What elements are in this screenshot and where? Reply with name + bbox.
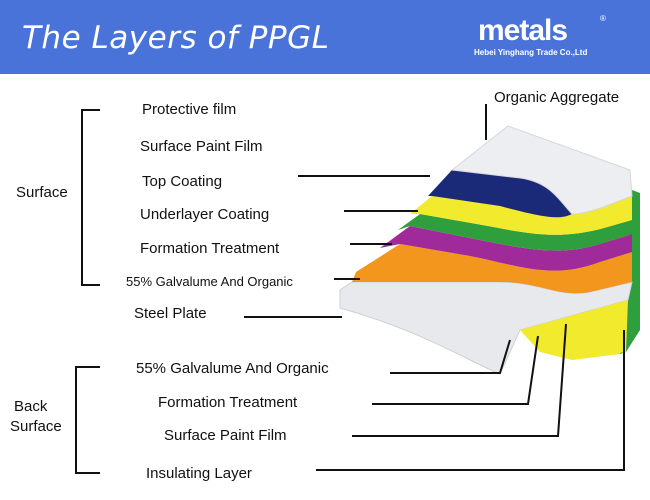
leader-back-paint	[352, 323, 567, 437]
label-back-formation-treatment: Formation Treatment	[158, 394, 298, 411]
label-back-galvalume-organic: 55% Galvalume And Organic	[136, 360, 329, 377]
label-formation-treatment: Formation Treatment	[140, 240, 280, 257]
label-surface-paint-film: Surface Paint Film	[140, 138, 263, 155]
logo-company-name: Hebei Yinghang Trade Co.,Ltd	[474, 48, 588, 57]
leader-back-galvalume	[390, 339, 511, 374]
top-coating-layer	[410, 196, 632, 235]
layer-diagram: Surface Back Surface Organic Aggregate P…	[10, 89, 640, 482]
group-label-back-line-2: Surface	[10, 418, 62, 435]
company-logo: metals ® Hebei Yinghang Trade Co.,Ltd	[472, 12, 642, 64]
underlayer-coating-layer	[398, 214, 632, 251]
label-galvalume-organic: 55% Galvalume And Organic	[126, 274, 293, 289]
galvalume-layer	[352, 244, 632, 294]
logo-wordmark: metals	[478, 14, 568, 47]
label-back-surface-paint-film: Surface Paint Film	[164, 427, 287, 444]
page-title: The Layers of PPGL	[22, 20, 330, 56]
formation-treatment-layer	[380, 226, 632, 271]
label-top-coating: Top Coating	[142, 173, 222, 190]
label-protective-film: Protective film	[142, 101, 236, 118]
label-organic-aggregate: Organic Aggregate	[494, 89, 619, 106]
back-surface-bracket	[75, 366, 100, 474]
steel-plate-layer	[339, 281, 633, 375]
header-bar: The Layers of PPGL metals ® Hebei Yingha…	[0, 0, 650, 76]
group-label-back-line-1: Back	[14, 398, 48, 415]
leader-back-formation	[372, 335, 539, 405]
back-yellow-layer	[520, 300, 628, 360]
surface-bracket	[81, 109, 100, 286]
label-steel-plate: Steel Plate	[134, 305, 207, 322]
label-insulating-layer: Insulating Layer	[146, 465, 252, 482]
sheet-illustration	[339, 125, 640, 375]
logo-registered-mark: ®	[600, 14, 606, 23]
leader-lines	[244, 104, 625, 471]
leader-insulating	[316, 330, 625, 471]
group-label-surface: Surface	[16, 184, 68, 201]
surface-paint-film-layer	[428, 170, 572, 218]
label-underlayer-coating: Underlayer Coating	[140, 206, 269, 223]
protective-film-top-face	[450, 125, 633, 215]
